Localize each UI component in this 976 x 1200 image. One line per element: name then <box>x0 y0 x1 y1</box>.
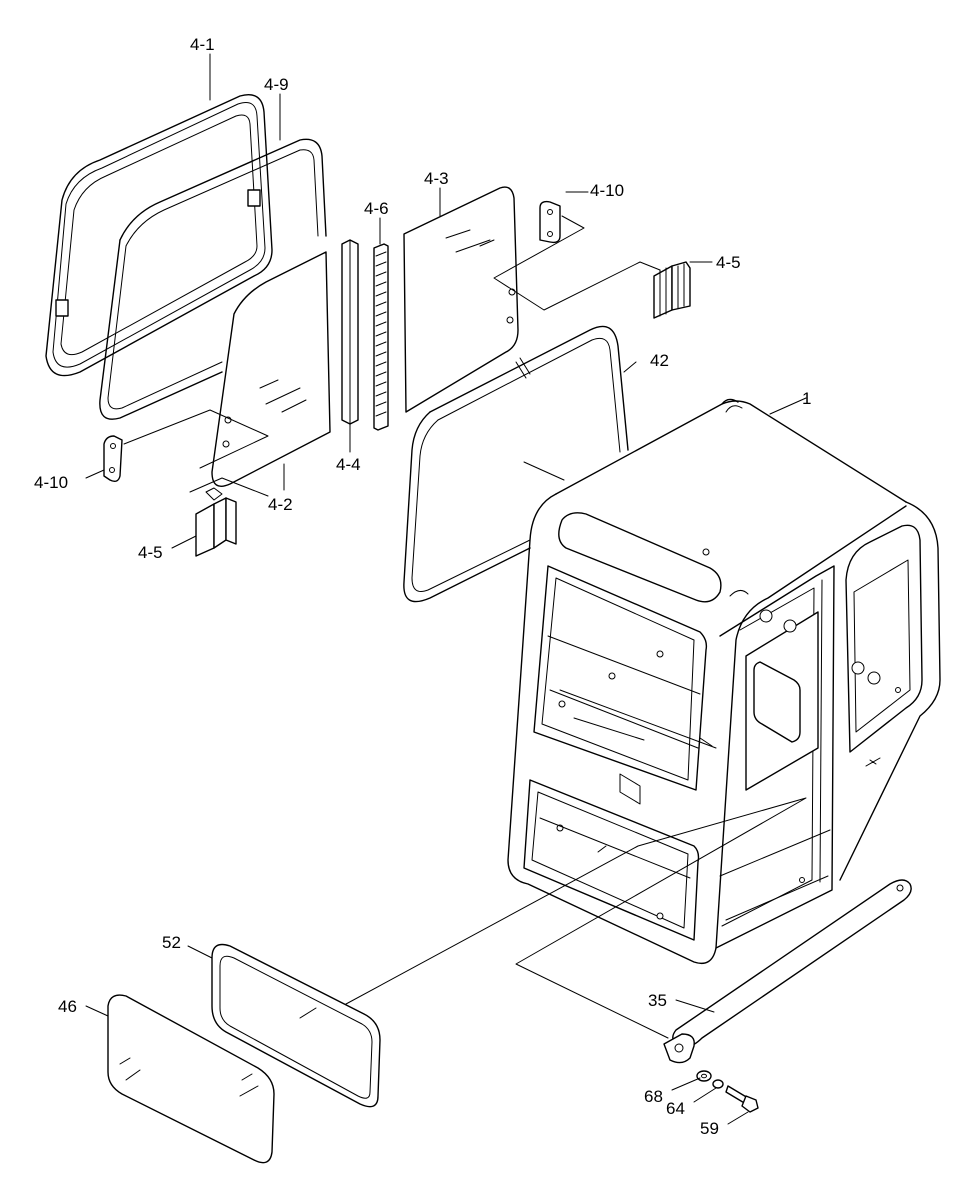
stay-bar <box>663 879 912 1064</box>
felt-channel <box>373 243 389 431</box>
label-4-5-top: 4-5 <box>716 253 741 272</box>
label-4-10-top: 4-10 <box>590 181 624 200</box>
label-4-1: 4-1 <box>190 35 215 54</box>
label-35: 35 <box>648 991 667 1010</box>
label-4-3: 4-3 <box>424 169 449 188</box>
label-4-2: 4-2 <box>268 495 293 514</box>
bolt-59 <box>725 1085 759 1113</box>
leader-line <box>189 477 269 497</box>
channel-rail <box>341 239 359 425</box>
catch-plate-top <box>539 200 561 244</box>
rear-weatherstrip <box>211 943 381 1108</box>
label-leaders <box>85 53 807 1125</box>
assembly-lines <box>299 717 807 1039</box>
label-68: 68 <box>644 1087 663 1106</box>
label-46: 46 <box>58 997 77 1016</box>
front-weatherstrip <box>403 325 629 603</box>
rear-glass <box>107 994 275 1164</box>
label-4-6: 4-6 <box>364 199 389 218</box>
label-4-10-left: 4-10 <box>34 473 68 492</box>
label-4-4: 4-4 <box>336 455 361 474</box>
label-4-9: 4-9 <box>264 75 289 94</box>
latch-left <box>195 487 237 557</box>
label-4-5-left: 4-5 <box>138 543 163 562</box>
weatherstrip <box>99 138 327 420</box>
label-52: 52 <box>162 933 181 952</box>
label-64: 64 <box>666 1099 685 1118</box>
leader-line <box>493 215 661 311</box>
washer-68 <box>696 1070 712 1082</box>
leader-line <box>123 409 269 469</box>
label-59: 59 <box>700 1119 719 1138</box>
lower-glass-left <box>211 251 331 487</box>
label-1: 1 <box>802 389 811 408</box>
latch-top <box>653 261 691 319</box>
sliding-window-frame <box>45 94 273 377</box>
cab-frame <box>507 398 941 965</box>
lock-washer-64 <box>712 1079 724 1089</box>
upper-glass-right <box>403 186 519 413</box>
label-42: 42 <box>650 351 669 370</box>
catch-plate-left <box>103 435 123 483</box>
